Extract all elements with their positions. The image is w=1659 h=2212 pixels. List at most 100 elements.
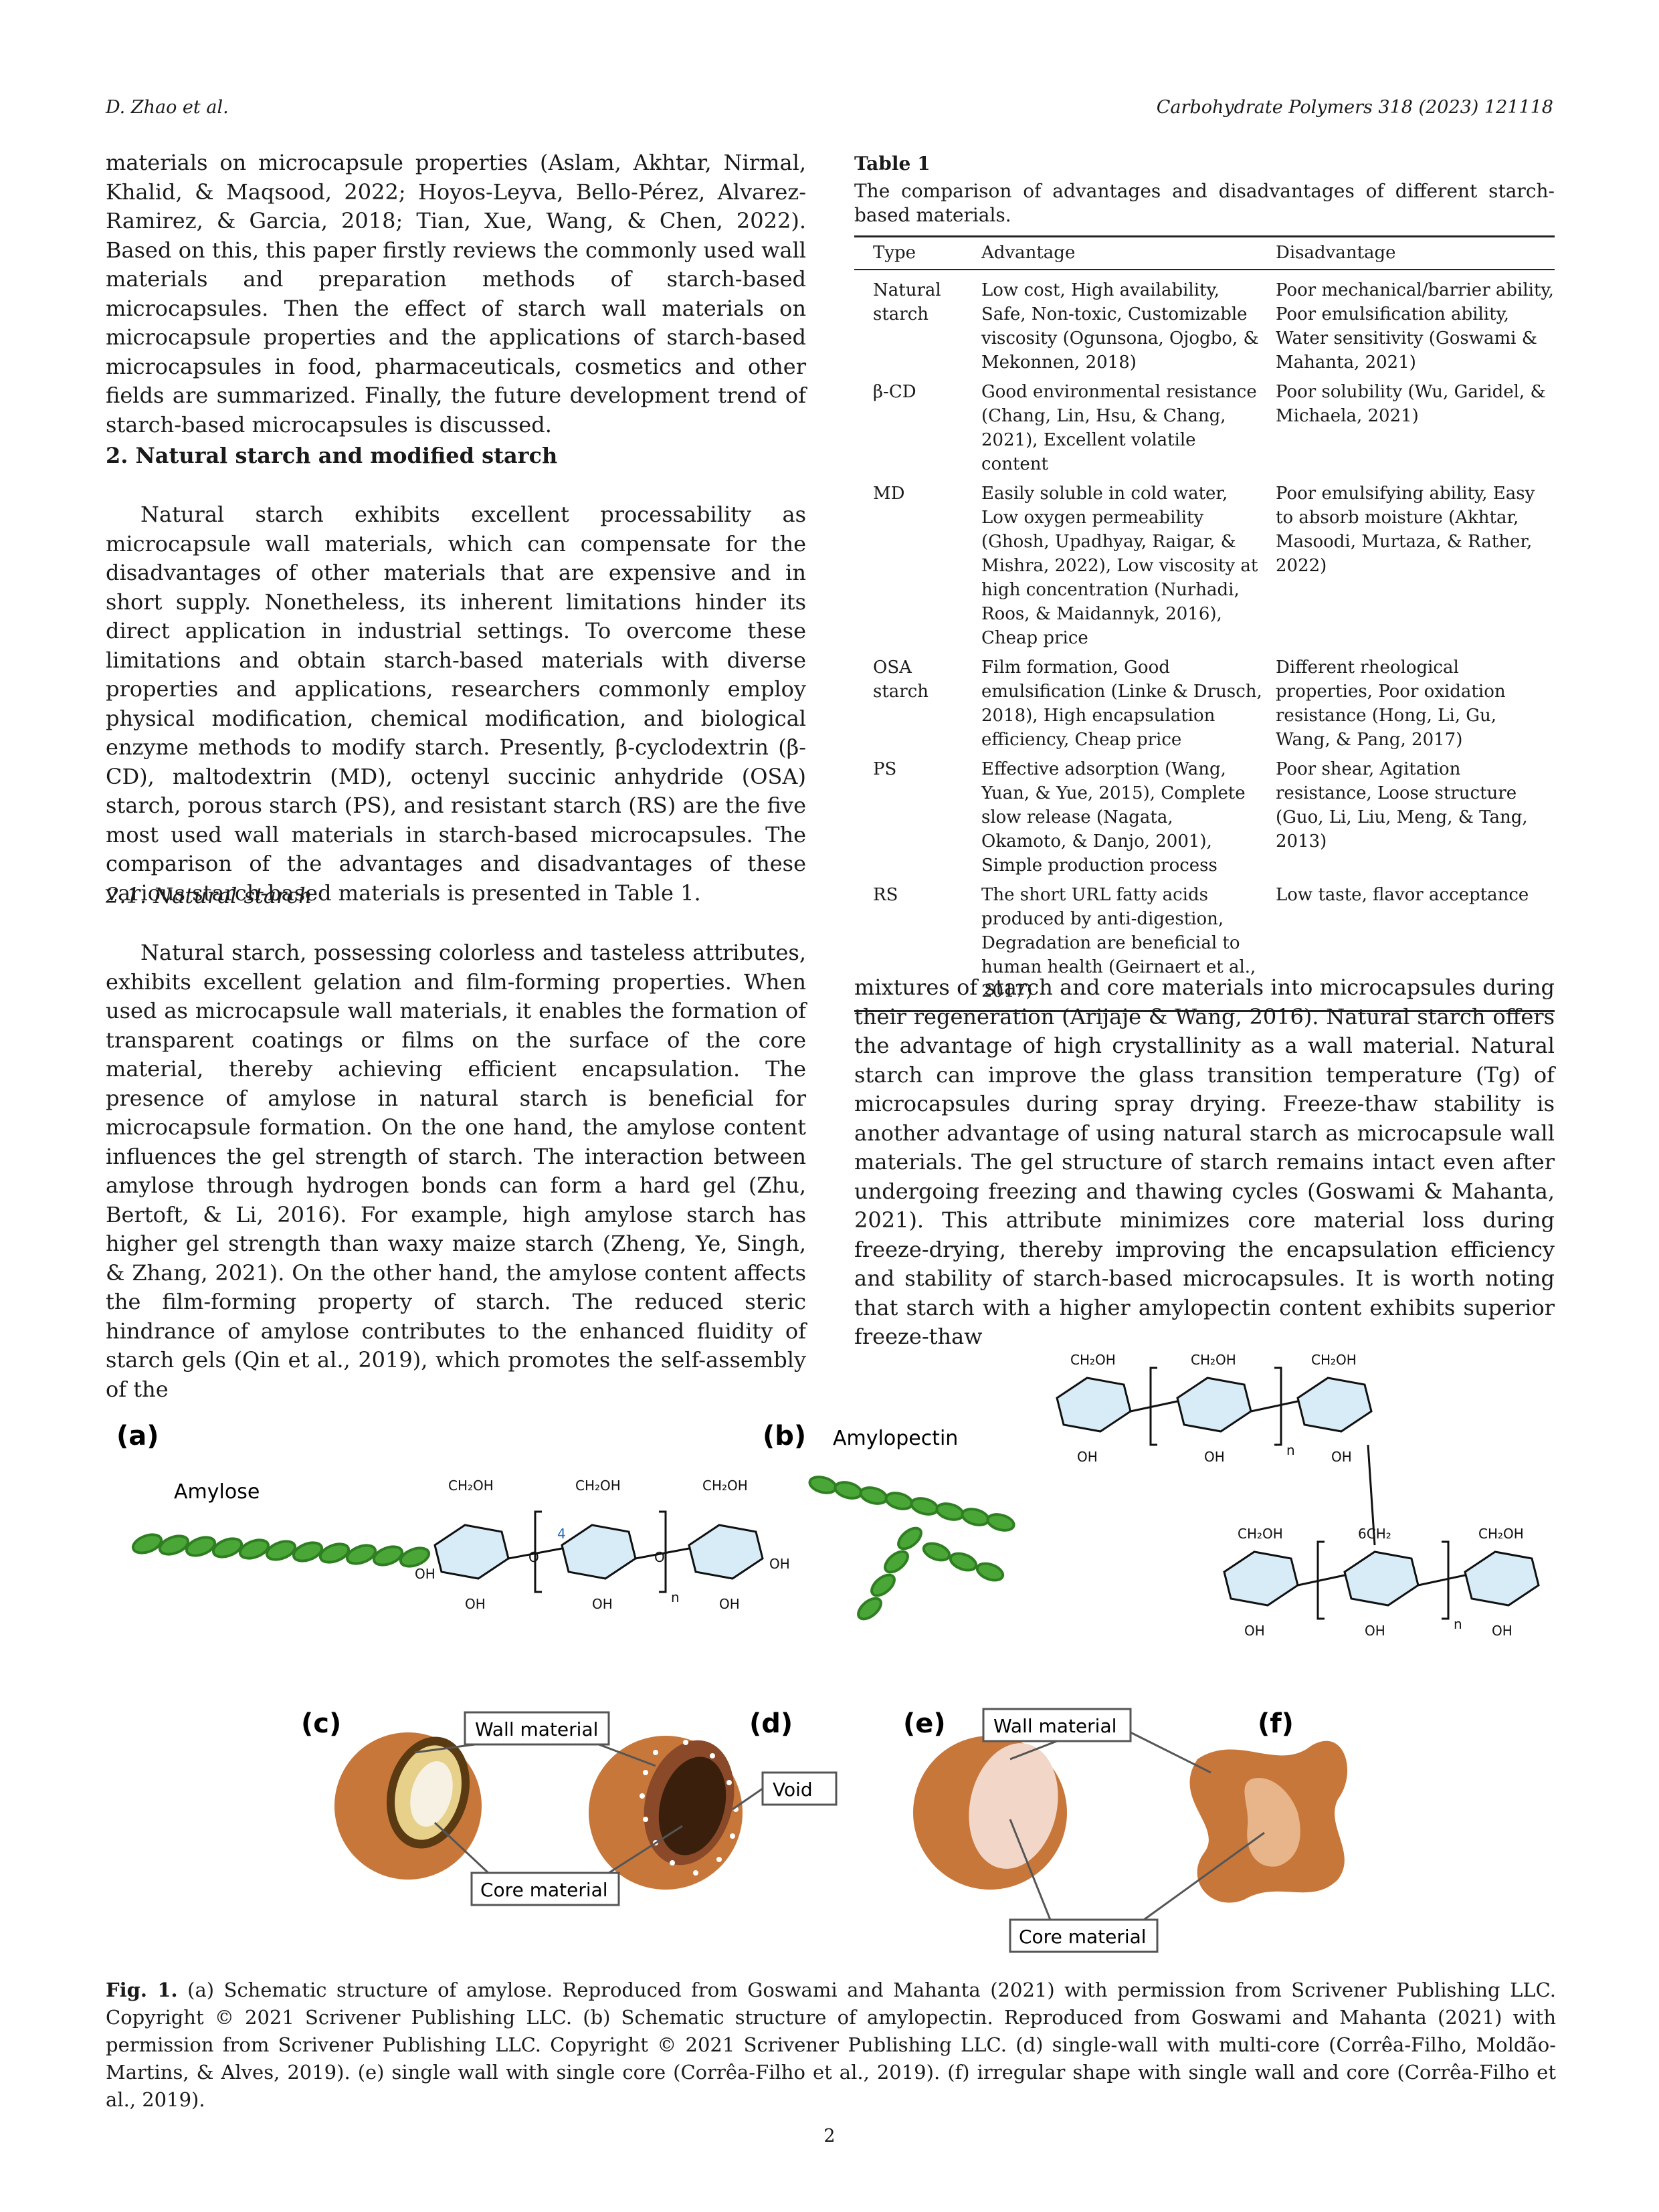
ch2oh-label: CH₂OH: [1478, 1526, 1524, 1542]
panel-label-c: (c): [301, 1708, 341, 1739]
table-cell-type: RS: [873, 885, 898, 905]
oh-label: OH: [769, 1556, 790, 1572]
table-row: Natural starch Low cost, High availabili…: [854, 278, 1555, 380]
capsule-e-core: [969, 1743, 1058, 1869]
table-cell-disadvantage: Poor mechanical/barrier ability, Poor em…: [1276, 280, 1554, 373]
table-cell-disadvantage: Poor solubility (Wu, Garidel, & Michaela…: [1276, 382, 1546, 426]
glucose-ring: [1296, 1377, 1373, 1433]
capsule-f-core: [1244, 1778, 1300, 1867]
n-label: n: [1286, 1442, 1295, 1458]
table-top-rule: [854, 235, 1555, 237]
table-caption: The comparison of advantages and disadva…: [854, 180, 1555, 226]
glucose-ring: [433, 1524, 510, 1580]
amylopectin-structure: CH₂OH CH₂OH CH₂OH CH₂OH 6CH₂ CH₂OH OH OH…: [1056, 1352, 1540, 1639]
table-cell-advantage: Good environmental resistance (Chang, Li…: [981, 382, 1257, 474]
capsule-e: [913, 1736, 1067, 1890]
table-cell-advantage: Effective adsorption (Wang, Yuan, & Yue,…: [981, 759, 1246, 876]
figure-caption: Fig. 1. (a) Schematic structure of amylo…: [106, 1977, 1556, 2114]
oh-label: OH: [1331, 1449, 1352, 1465]
table-label: Table 1: [854, 153, 931, 175]
c4-label: 4: [557, 1526, 566, 1542]
amylose-label: Amylose: [174, 1480, 260, 1504]
core-material-box-cd: [470, 1872, 620, 1906]
glucose-ring: [1056, 1377, 1132, 1433]
table-cell-type: MD: [873, 484, 905, 504]
panel-label-b: (b): [763, 1421, 806, 1451]
right-para-1: mixtures of starch and core materials in…: [854, 975, 1555, 1349]
n-label: n: [1454, 1616, 1462, 1632]
void-label: Void: [773, 1779, 813, 1801]
capsule-f: [1189, 1740, 1348, 1903]
page-number: 2: [823, 2126, 836, 2146]
left-para-3: Natural starch, possessing colorless and…: [106, 940, 806, 1402]
table-1: Type Advantage Disadvantage Natural star…: [854, 241, 1555, 1013]
void-box: [761, 1771, 838, 1806]
table-row: OSA starch Film formation, Good emulsifi…: [854, 656, 1555, 757]
wall-material-label: Wall material: [475, 1718, 598, 1740]
amylopectin-label: Amylopectin: [833, 1427, 958, 1450]
figure-1: (a) (b) (c) (d) (e) (f) Amylose CH₂OH CH…: [116, 1352, 1540, 1953]
glucose-ring: [1223, 1550, 1299, 1607]
table-cell-disadvantage: Low taste, flavor acceptance: [1276, 885, 1529, 905]
capsule-d-voids: [640, 1740, 739, 1876]
table-header-type: Type: [873, 243, 916, 263]
table-cell-advantage: Easily soluble in cold water, Low oxygen…: [981, 484, 1258, 648]
ch2-6-label: 6CH₂: [1358, 1526, 1391, 1542]
glucose-ring: [1176, 1377, 1252, 1433]
ch2oh-label: CH₂OH: [1070, 1352, 1116, 1368]
glucose-ring: [1343, 1550, 1420, 1607]
panel-label-f: (f): [1258, 1708, 1294, 1739]
amylopectin-helix: [808, 1476, 1015, 1621]
oh-label: OH: [1244, 1623, 1265, 1639]
left-para-1: materials on microcapsule properties (As…: [106, 150, 806, 437]
table-cell-type: OSA starch: [873, 658, 929, 702]
panel-label-e: (e): [903, 1708, 946, 1739]
table-cell-disadvantage: Poor emulsifying ability, Easy to absorb…: [1276, 484, 1535, 576]
table-row: RS The short URL fatty acids produced by…: [854, 883, 1555, 1011]
table-cell-type: PS: [873, 759, 897, 779]
panel-label-a: (a): [116, 1421, 159, 1451]
glucose-ring: [561, 1524, 637, 1580]
oh-label: OH: [719, 1596, 740, 1612]
ch2oh-label: CH₂OH: [1311, 1352, 1357, 1368]
glucose-ring: [688, 1524, 764, 1580]
table-cell-type: β-CD: [873, 382, 916, 402]
table-cell-disadvantage: Different rheological properties, Poor o…: [1276, 658, 1506, 750]
table-header-advantage: Advantage: [981, 243, 1076, 263]
table-cell-advantage: Low cost, High availability, Safe, Non-t…: [981, 280, 1259, 373]
table-row: PS Effective adsorption (Wang, Yuan, & Y…: [854, 757, 1555, 883]
core-material-box-ef: [1009, 1918, 1159, 1953]
table-header-row: Type Advantage Disadvantage: [854, 241, 1555, 270]
oh-label: OH: [1365, 1623, 1385, 1639]
o-label: O: [654, 1549, 665, 1565]
capsule-d: [589, 1736, 743, 1890]
o-label: O: [528, 1549, 539, 1565]
running-author: D. Zhao et al.: [106, 97, 229, 118]
capsule-c: [334, 1732, 482, 1880]
figure-caption-label: Fig. 1.: [106, 1979, 178, 2001]
oh-label: OH: [1492, 1623, 1512, 1639]
oh-label: OH: [592, 1596, 613, 1612]
amylose-helix: [131, 1533, 431, 1568]
ch2oh-label: CH₂OH: [1238, 1526, 1283, 1542]
table-cell-advantage: The short URL fatty acids produced by an…: [981, 885, 1256, 1001]
oh-label: OH: [1077, 1449, 1098, 1465]
oh-label: OH: [1204, 1449, 1225, 1465]
capsule-c-core: [410, 1761, 453, 1827]
section-2-1-title: 2.1. Natural starch: [106, 883, 312, 908]
table-cell-disadvantage: Poor shear, Agitation resistance, Loose …: [1276, 759, 1528, 851]
table-row: MD Easily soluble in cold water, Low oxy…: [854, 482, 1555, 656]
n-label: n: [671, 1589, 680, 1605]
table-cell-advantage: Film formation, Good emulsification (Lin…: [981, 658, 1262, 750]
wall-material-label: Wall material: [993, 1715, 1116, 1737]
figure-caption-text: (a) Schematic structure of amylose. Repr…: [106, 1979, 1556, 2111]
running-journal: Carbohydrate Polymers 318 (2023) 121118: [1156, 97, 1553, 118]
ch2oh-label: CH₂OH: [448, 1478, 494, 1494]
left-para-2: Natural starch exhibits excellent proces…: [106, 502, 806, 906]
panel-label-d: (d): [749, 1708, 793, 1739]
core-material-label: Core material: [1019, 1926, 1147, 1948]
glucose-ring: [1464, 1550, 1540, 1607]
section-2-title: 2. Natural starch and modified starch: [106, 443, 558, 468]
wall-material-box-ef: [982, 1708, 1132, 1742]
table-header-disadvantage: Disadvantage: [1276, 243, 1396, 263]
